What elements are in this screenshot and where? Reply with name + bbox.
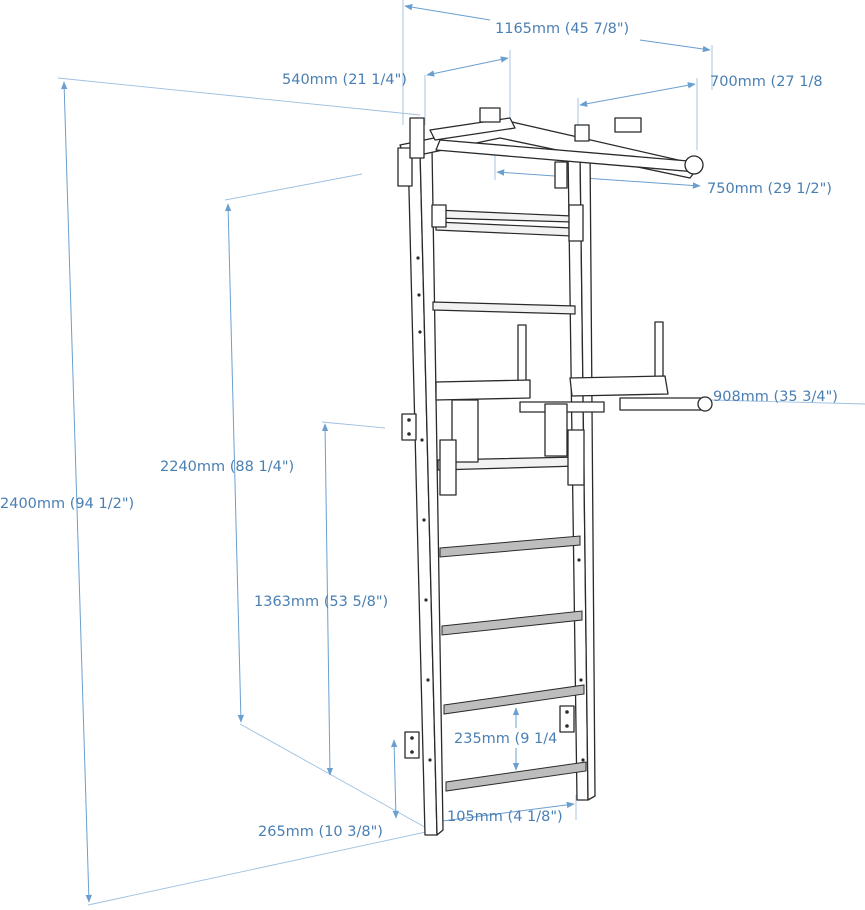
dip-clamp	[567, 429, 585, 486]
pullup-depth-label: 750mm (29 1/2")	[707, 181, 832, 197]
extension-line	[57, 77, 421, 116]
extension-line	[224, 173, 363, 201]
dimension-line-pullup-height	[224, 203, 245, 723]
pullup-width-label: 700mm (27 1/8	[710, 74, 823, 90]
dimension-line-dip-height	[321, 423, 334, 776]
extension-line	[87, 829, 436, 906]
extension-line	[321, 421, 386, 429]
clamp	[568, 204, 584, 242]
extension-line	[239, 723, 431, 831]
dimension-line-overall-width	[639, 39, 711, 53]
dimension-lines	[57, 0, 865, 906]
clamp	[431, 204, 447, 228]
dip-height-label: 1363mm (53 5/8")	[254, 594, 389, 610]
wall-bracket	[554, 161, 568, 189]
bracket-height-label: 265mm (10 3/8")	[258, 824, 383, 840]
wall-mount-brackets	[401, 413, 575, 759]
dip-bracket	[544, 403, 568, 457]
dimension-line-pullup-depth	[496, 169, 701, 189]
dip-right-arm	[569, 375, 669, 397]
dip-depth-label: 908mm (35 3/4")	[713, 389, 838, 405]
total-height-label: 2400mm (94 1/2")	[0, 496, 135, 512]
wall-bars-illustration	[397, 107, 713, 836]
dimension-line-ladder-depth	[434, 801, 575, 825]
dimension-line-pullup-width	[579, 82, 696, 107]
dimension-line-ladder-width	[426, 56, 509, 77]
ladder-depth-label: 105mm (4 1/8")	[447, 809, 563, 825]
dimension-line-overall-width	[404, 4, 491, 21]
dip-left-arm	[435, 379, 531, 401]
upright-holes	[416, 256, 585, 762]
ladder-width-label: 540mm (21 1/4")	[282, 72, 407, 88]
pullup-bar	[397, 107, 704, 242]
dimension-line-bracket-height	[390, 739, 400, 819]
wall-bracket	[397, 147, 413, 187]
dimension-line-total-height	[61, 81, 92, 903]
dip-bar	[435, 321, 713, 496]
dip-clamp	[439, 439, 457, 496]
pullup-height-label: 2240mm (88 1/4")	[160, 459, 295, 475]
extension-line	[709, 399, 865, 405]
ladder-rungs	[432, 209, 587, 792]
overall-width-label: 1165mm (45 7/8")	[495, 21, 630, 37]
rung-spacing-label: 235mm (9 1/4	[454, 731, 558, 747]
